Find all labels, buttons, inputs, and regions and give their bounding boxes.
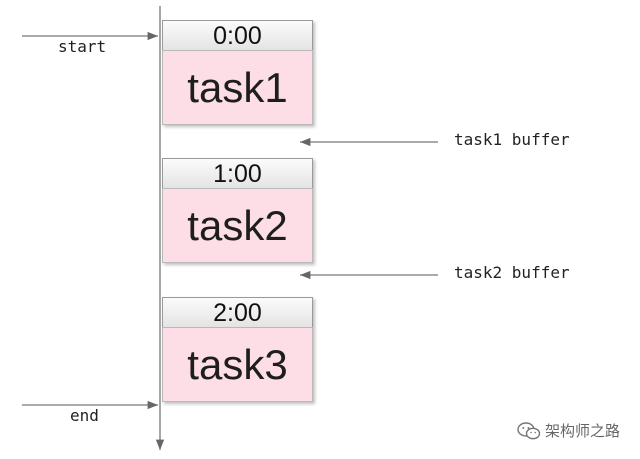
watermark-text: 架构师之路 [544, 422, 620, 440]
task-name: task2 [162, 188, 313, 263]
start-label: start [58, 37, 107, 56]
task-time: 0:00 [162, 20, 313, 50]
task2-buffer-label: task2 buffer [454, 263, 570, 282]
task-time: 1:00 [162, 158, 313, 188]
task-name: task3 [162, 327, 313, 402]
watermark: 架构师之路 [517, 420, 620, 441]
task-card-3: 2:00 task3 [162, 297, 313, 402]
task-card-1: 0:00 task1 [162, 20, 313, 125]
wechat-icon [517, 421, 541, 439]
end-label: end [70, 406, 99, 425]
task-card-2: 1:00 task2 [162, 158, 313, 263]
task1-buffer-label: task1 buffer [454, 130, 570, 149]
task-name: task1 [162, 50, 313, 125]
task-time: 2:00 [162, 297, 313, 327]
